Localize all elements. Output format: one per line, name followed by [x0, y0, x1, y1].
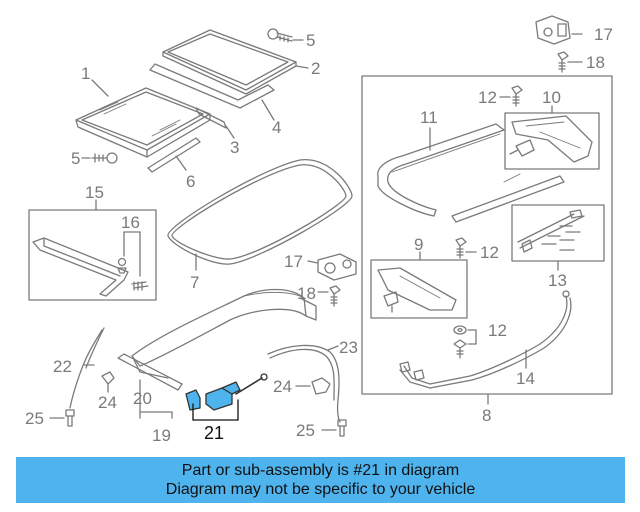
callout-12-top: 12	[478, 88, 497, 107]
bolt-part-12-top	[499, 85, 523, 107]
bolt-part-18	[329, 285, 341, 307]
gasket-part-7	[167, 159, 353, 265]
guide-rail-part-11	[377, 123, 505, 217]
callout-12-mid: 12	[480, 243, 499, 262]
clip-part-24-left	[101, 371, 115, 393]
callout-17-mid: 17	[284, 252, 303, 271]
callout-3: 3	[230, 138, 240, 157]
callout-24-right: 24	[273, 377, 292, 396]
callout-19: 19	[152, 426, 171, 445]
callout-25-left: 25	[25, 409, 44, 428]
callout-18-top: 18	[586, 53, 605, 72]
box-part-9	[370, 259, 468, 319]
callout-5-left: 5	[71, 149, 81, 168]
fastener-part-25-left	[65, 409, 75, 427]
cable-part-13	[517, 209, 585, 253]
callout-1: 1	[81, 64, 91, 83]
bolt-part-18-top	[557, 51, 569, 73]
callout-5-top: 5	[306, 31, 316, 50]
motor-part-17	[317, 253, 357, 281]
box-part-8	[361, 75, 613, 395]
motor-part-17-top	[535, 15, 571, 45]
callout-2: 2	[311, 59, 321, 78]
screw-part-5-top	[267, 28, 304, 43]
harness-part-21	[235, 377, 263, 395]
callout-18-mid: 18	[297, 284, 316, 303]
banner-line-2: Diagram may not be specific to your vehi…	[165, 481, 476, 498]
washer-part-12	[453, 325, 477, 359]
cable-part-14	[399, 290, 572, 389]
info-banner: Part or sub-assembly is #21 in diagram D…	[16, 457, 625, 503]
callout-17-top: 17	[594, 25, 613, 44]
callout-11: 11	[420, 108, 438, 127]
callout-21: 21	[204, 423, 225, 443]
callout-6: 6	[186, 172, 196, 191]
seal-strip-part-4	[149, 63, 275, 109]
callout-25-right: 25	[296, 421, 315, 440]
callout-14: 14	[516, 369, 535, 388]
glass-panel-part-1	[75, 87, 211, 158]
bracket-part-21	[185, 381, 241, 411]
box-part-15	[28, 209, 157, 301]
callout-16: 16	[121, 213, 140, 232]
callout-10: 10	[542, 88, 561, 107]
callout-15: 15	[85, 183, 104, 202]
sunshade-bracket-part-15	[32, 237, 129, 297]
callout-13: 13	[548, 271, 567, 290]
callout-23: 23	[339, 338, 358, 357]
lower-rail	[451, 175, 565, 223]
fastener-part-25-right	[337, 419, 347, 437]
clip-part-24-right	[311, 377, 331, 395]
callout-22: 22	[53, 357, 72, 376]
screw-part-5-left	[81, 152, 118, 164]
guide-rail-part-20	[117, 353, 183, 391]
callout-9: 9	[414, 235, 424, 254]
seal-part-6	[147, 137, 201, 173]
frame-part-2	[162, 29, 297, 95]
parts-diagram	[28, 15, 613, 437]
box-part-13	[511, 204, 605, 262]
callout-20: 20	[133, 389, 152, 408]
drain-hose-part-23	[267, 344, 341, 423]
link-rod-part-22	[69, 327, 105, 409]
weatherstrip-part-3	[195, 107, 227, 129]
banner-line-1: Part or sub-assembly is #21 in diagram	[181, 462, 460, 479]
clip-part-16	[117, 231, 149, 291]
sunshade-panel	[131, 288, 317, 379]
callout-8: 8	[482, 406, 492, 425]
callout-bracket-21	[192, 399, 239, 421]
bolt-part-12-mid	[455, 237, 477, 259]
callout-7: 7	[190, 273, 200, 292]
bracket-part-9	[377, 267, 457, 313]
bracket-part-10	[509, 115, 593, 163]
callout-12-low: 12	[488, 321, 507, 340]
callout-4: 4	[272, 118, 282, 137]
callout-24-left: 24	[98, 393, 117, 412]
